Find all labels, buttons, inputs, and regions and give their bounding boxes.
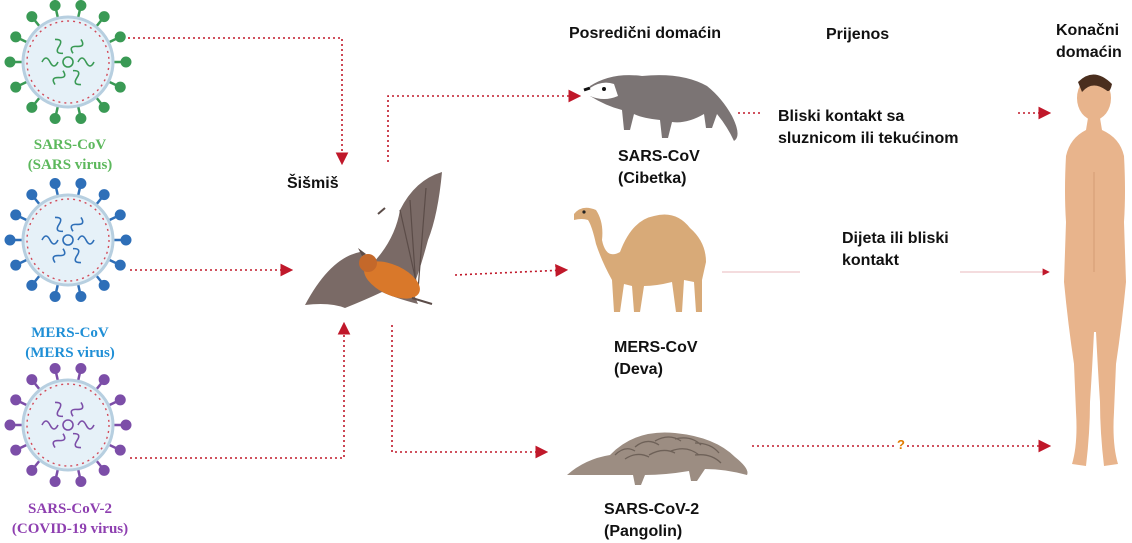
sars-cov-virus-icon bbox=[5, 0, 131, 123]
virus-subtitle: (SARS virus) bbox=[0, 155, 150, 175]
intermediate-virus: SARS-CoV bbox=[618, 146, 700, 168]
header-final-host-line2: domaćin bbox=[1056, 42, 1122, 64]
arrows-to-human bbox=[722, 113, 1048, 446]
transmission-line2: sluznicom ili tekućinom bbox=[778, 128, 958, 150]
header-final-host-line1: Konačni bbox=[1056, 20, 1122, 42]
intermediate-label-pangolin: SARS-CoV-2 (Pangolin) bbox=[604, 499, 699, 543]
virus-name: SARS-CoV-2 bbox=[0, 499, 150, 519]
intermediate-animal: (Pangolin) bbox=[604, 521, 699, 543]
transmission-question-mark: ? bbox=[896, 437, 906, 452]
header-final-host: Konačni domaćin bbox=[1056, 20, 1122, 64]
virus-subtitle: (MERS virus) bbox=[0, 343, 150, 363]
intermediate-animal: (Cibetka) bbox=[618, 168, 700, 190]
sars-cov-2-virus-icon bbox=[5, 363, 131, 486]
arrow-sars2-to-bat bbox=[130, 325, 344, 458]
pangolin-icon bbox=[567, 432, 748, 485]
arrow-bat-to-civet bbox=[388, 96, 578, 162]
arrow-bat-to-pangolin bbox=[392, 325, 545, 452]
virus-name: MERS-CoV bbox=[0, 323, 150, 343]
civet-icon bbox=[584, 75, 738, 141]
virus-name: SARS-CoV bbox=[0, 135, 150, 155]
arrow-sars-to-bat bbox=[128, 38, 342, 162]
transmission-line2: kontakt bbox=[842, 250, 949, 272]
intermediate-label-civet: SARS-CoV (Cibetka) bbox=[618, 146, 700, 190]
virus-label-sars-cov: SARS-CoV (SARS virus) bbox=[0, 135, 150, 175]
human-icon bbox=[1064, 74, 1126, 466]
transmission-label-civet: Bliski kontakt sa sluznicom ili tekućino… bbox=[778, 106, 958, 150]
header-transmission: Prijenos bbox=[826, 24, 889, 46]
virus-subtitle: (COVID-19 virus) bbox=[0, 519, 150, 539]
intermediate-virus: MERS-CoV bbox=[614, 337, 698, 359]
arrow-bat-to-camel bbox=[455, 270, 565, 275]
intermediate-animal: (Deva) bbox=[614, 359, 698, 381]
virus-label-sars-cov-2: SARS-CoV-2 (COVID-19 virus) bbox=[0, 499, 150, 539]
intermediate-virus: SARS-CoV-2 bbox=[604, 499, 699, 521]
transmission-label-camel: Dijeta ili bliski kontakt bbox=[842, 228, 949, 272]
intermediate-label-camel: MERS-CoV (Deva) bbox=[614, 337, 698, 381]
transmission-line1: Bliski kontakt sa bbox=[778, 106, 958, 128]
header-intermediate-host: Posredični domaćin bbox=[569, 23, 721, 45]
arrows-virus-to-bat bbox=[128, 38, 344, 458]
camel-icon bbox=[574, 208, 706, 312]
transmission-line1: Dijeta ili bliski bbox=[842, 228, 949, 250]
virus-label-mers-cov: MERS-CoV (MERS virus) bbox=[0, 323, 150, 363]
reservoir-label: Šišmiš bbox=[287, 173, 339, 195]
mers-cov-virus-icon bbox=[5, 178, 131, 301]
